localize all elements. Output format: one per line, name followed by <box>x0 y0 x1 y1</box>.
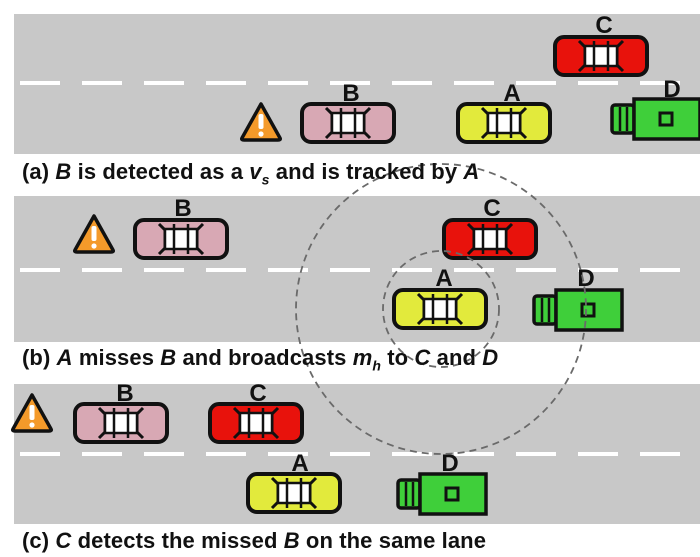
car-a-icon <box>456 102 552 144</box>
label-b: B <box>174 195 191 222</box>
caption-panel-b: (b) A misses B and broadcasts mh to C an… <box>22 345 498 378</box>
caption-panel-a: (a) B is detected as a vs and is tracked… <box>22 159 479 192</box>
truck-d-icon <box>532 288 624 332</box>
label-d: D <box>441 450 458 477</box>
caption-text: is detected as a <box>71 159 250 184</box>
car-b-icon <box>73 402 169 444</box>
label-a: A <box>435 265 452 292</box>
caption-body: A misses B and broadcasts mh to C and D <box>56 345 499 374</box>
caption-text: B <box>55 159 72 184</box>
car-b-icon <box>300 102 396 144</box>
caption-subscript: s <box>261 171 270 188</box>
caption-text: B <box>160 345 177 370</box>
car-c-icon <box>208 402 304 444</box>
label-a: A <box>291 450 308 477</box>
label-c: C <box>595 12 612 39</box>
label-b: B <box>116 380 133 407</box>
caption-text: and <box>430 345 483 370</box>
car-a-icon <box>392 288 488 330</box>
label-d: D <box>663 76 680 103</box>
truck-d-icon <box>396 472 488 516</box>
label-c: C <box>483 195 500 222</box>
caption-text: to <box>381 345 415 370</box>
caption-text: C <box>55 528 72 553</box>
label-a: A <box>503 80 520 107</box>
caption-body: C detects the missed B on the same lane <box>55 528 486 553</box>
caption-text: C <box>414 345 431 370</box>
caption-text: and broadcasts <box>176 345 353 370</box>
caption-text: D <box>482 345 499 370</box>
label-b: B <box>342 80 359 107</box>
caption-text: and is tracked by <box>269 159 464 184</box>
car-c-icon <box>442 218 538 260</box>
caption-text: m <box>352 345 373 370</box>
label-d: D <box>577 265 594 292</box>
caption-text: detects the missed <box>71 528 284 553</box>
caption-text: misses <box>72 345 161 370</box>
caption-prefix: (c) <box>22 528 56 553</box>
caption-prefix: (a) <box>22 159 56 184</box>
car-a-icon <box>246 472 342 514</box>
caption-panel-c: (c) C detects the missed B on the same l… <box>22 528 486 554</box>
truck-d-icon <box>610 97 700 141</box>
caption-prefix: (b) <box>22 345 57 370</box>
broadcast-range-circle <box>295 163 587 455</box>
detection-range-circle <box>382 250 500 368</box>
caption-text: A <box>463 159 480 184</box>
car-b-icon <box>133 218 229 260</box>
caption-text: v <box>249 159 262 184</box>
caption-subscript: h <box>372 357 382 374</box>
caption-body: B is detected as a vs and is tracked by … <box>55 159 480 188</box>
caption-text: B <box>283 528 300 553</box>
car-c-icon <box>553 35 649 77</box>
caption-text: A <box>56 345 73 370</box>
caption-text: on the same lane <box>299 528 487 553</box>
label-c: C <box>249 380 266 407</box>
